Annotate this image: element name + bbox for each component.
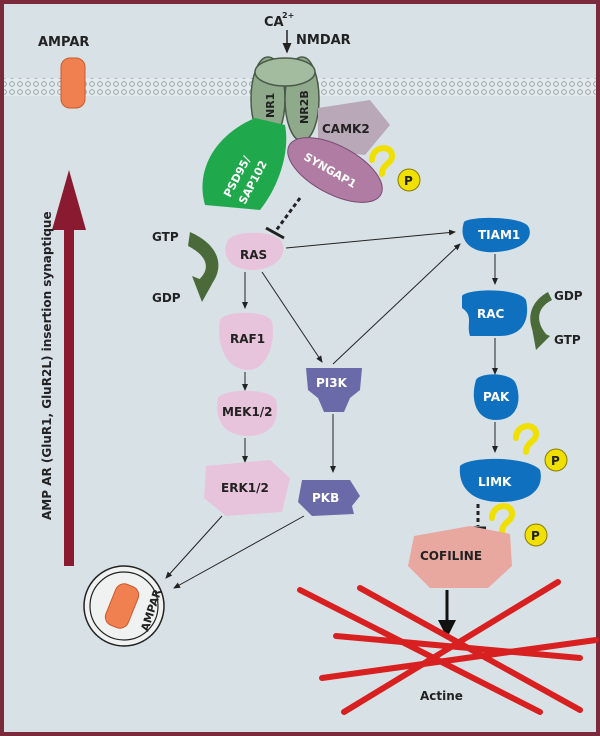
nr2b-label: NR2B bbox=[298, 90, 311, 124]
rac-gtp-cycle-arrow bbox=[530, 292, 552, 342]
psd95-shape bbox=[202, 118, 287, 210]
insertion-arrow bbox=[52, 170, 86, 566]
limk-shape bbox=[459, 458, 541, 502]
nr1-label: NR1 bbox=[264, 93, 277, 118]
pi3k-shape bbox=[306, 368, 362, 412]
ras-shape bbox=[225, 232, 284, 270]
ras-label: RAS bbox=[240, 248, 267, 262]
pi3k-label: PI3K bbox=[316, 376, 348, 390]
ras-to-tiam1-arrow bbox=[285, 229, 456, 249]
phospho-pak-icon bbox=[513, 423, 568, 472]
camk2-label: CAMK2 bbox=[322, 122, 370, 136]
phospho-syngap-icon bbox=[369, 145, 421, 192]
gtp-right-label: GTP bbox=[554, 333, 581, 347]
rac-label: RAC bbox=[477, 307, 505, 321]
ca-superscript: 2+ bbox=[282, 11, 294, 20]
tiam1-shape bbox=[462, 217, 530, 253]
actin-filaments-icon bbox=[297, 579, 599, 715]
ampar-top-label: AMPAR bbox=[38, 35, 89, 50]
ampar-vesicle bbox=[83, 565, 165, 647]
rac-shape bbox=[462, 290, 528, 336]
rac-gtp-cycle-arrowhead bbox=[532, 328, 550, 350]
ras-gtp-cycle-arrowhead bbox=[192, 276, 212, 302]
ampar-vesicle-receptor-icon bbox=[104, 583, 140, 629]
camk2-shape bbox=[318, 100, 390, 155]
pkb-label: PKB bbox=[312, 491, 339, 505]
gtp-left-label: GTP bbox=[152, 230, 179, 244]
pkb-shape bbox=[298, 480, 360, 516]
nmdar-label: NMDAR bbox=[296, 33, 351, 48]
mek-label: MEK1/2 bbox=[222, 405, 273, 419]
cofiline-shape bbox=[408, 526, 512, 588]
ras-gtp-cycle-arrow bbox=[188, 232, 219, 296]
syngap-inhibit-bar bbox=[265, 226, 285, 240]
phospho-pak-label: P bbox=[551, 454, 560, 468]
erk-shape bbox=[204, 460, 290, 516]
insertion-label: AMP AR (GluR1, GluR2L) insertion synapti… bbox=[40, 211, 54, 520]
ras-to-pi3k-arrow bbox=[261, 271, 323, 363]
limk-label: LIMK bbox=[478, 475, 512, 489]
syngap1-shape bbox=[287, 137, 383, 203]
ca-label: CA bbox=[264, 15, 284, 30]
pi3k-to-tiam1-arrow bbox=[332, 243, 461, 365]
raf1-label: RAF1 bbox=[230, 332, 265, 346]
phospho-syngap-label: P bbox=[404, 174, 413, 188]
pak-label: PAK bbox=[483, 390, 510, 404]
gdp-right-label: GDP bbox=[554, 289, 583, 303]
mek-shape bbox=[217, 390, 277, 436]
erk-to-ampar-arrow bbox=[165, 515, 223, 579]
raf1-shape bbox=[219, 312, 273, 370]
tiam1-label: TIAM1 bbox=[478, 228, 520, 242]
pkb-to-ampar-arrow bbox=[173, 515, 305, 589]
ampar-receptor-icon bbox=[60, 57, 86, 109]
erk-label: ERK1/2 bbox=[221, 481, 269, 495]
phospho-limk-icon bbox=[489, 503, 548, 547]
gdp-left-label: GDP bbox=[152, 291, 181, 305]
actine-label: Actine bbox=[420, 689, 463, 703]
syngap-inhibit-line bbox=[273, 197, 302, 233]
cofiline-label: COFILINE bbox=[420, 549, 482, 563]
phospho-limk-label: P bbox=[531, 529, 540, 543]
pak-shape bbox=[473, 374, 519, 420]
